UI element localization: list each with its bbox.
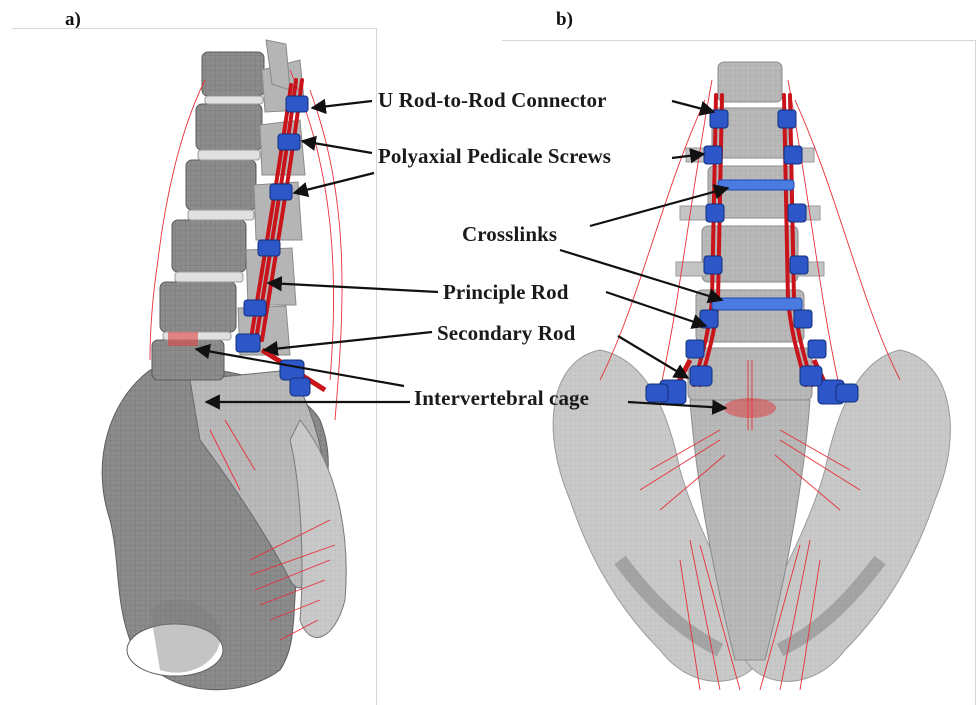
panel-b-model (553, 62, 950, 690)
intervertebral-cage-a (168, 332, 198, 346)
intervertebral-cage-b (724, 398, 776, 418)
panel-a-model (102, 40, 346, 690)
label-principle-rod: Principle Rod (443, 280, 569, 305)
label-intervertebral-cage: Intervertebral cage (414, 386, 589, 411)
arrow-principle-rod-b (606, 292, 706, 326)
label-pedicle-screws: Polyaxial Pedicale Screws (378, 144, 611, 169)
label-secondary-rod: Secondary Rod (437, 321, 575, 346)
arrow-screws-a2 (294, 173, 374, 193)
arrow-u-connector-a (312, 101, 372, 108)
label-crosslinks: Crosslinks (462, 222, 557, 247)
arrow-screws-a1 (302, 141, 372, 153)
label-u-connector: U Rod-to-Rod Connector (378, 88, 607, 113)
